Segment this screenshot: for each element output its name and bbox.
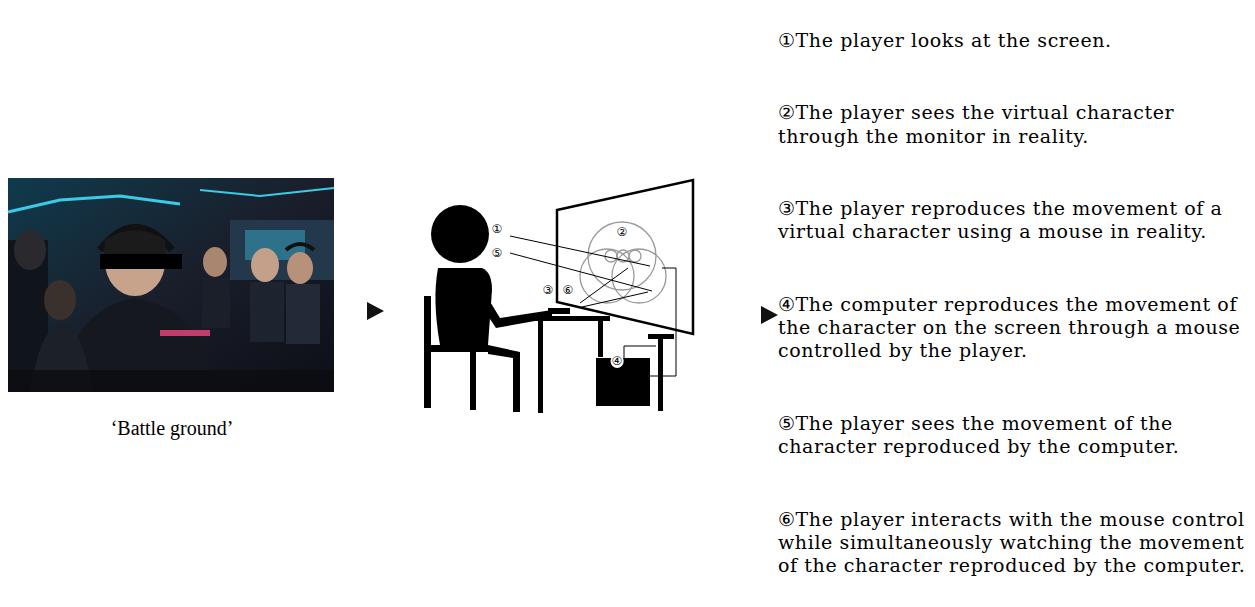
- desk-part: [515, 316, 610, 321]
- player-pictogram-part: [488, 345, 520, 412]
- flow-arrow: [336, 302, 384, 320]
- player-pictogram-part: [431, 205, 489, 263]
- explanation-item: ④The computer reproduces the movement of…: [778, 293, 1248, 363]
- virtual-character-venn-part: [588, 222, 656, 290]
- flow-arrow: [761, 306, 778, 324]
- desk-part: [548, 308, 570, 314]
- esports-photo-part: [230, 220, 334, 280]
- esports-photo-part: [250, 282, 284, 342]
- explanation-item: ①The player looks at the screen.: [778, 29, 1248, 52]
- sight-and-control-lines: [510, 236, 676, 376]
- esports-photo-part: [200, 188, 334, 196]
- esports-photo-part: [202, 278, 230, 328]
- callout-number: ③: [542, 283, 555, 297]
- esports-photo-part: [287, 252, 313, 284]
- callout-number: ⑥: [562, 283, 575, 297]
- esports-photo: [8, 178, 334, 392]
- esports-photo-part: [286, 284, 320, 344]
- monitor: [557, 180, 693, 411]
- desk-part: [538, 321, 543, 413]
- esports-photo-part: [14, 230, 46, 270]
- computer: [596, 358, 650, 406]
- virtual-character-venn-part: [605, 250, 617, 262]
- sight-and-control-lines-part: [650, 268, 676, 376]
- player-pictogram-part: [428, 345, 488, 352]
- monitor-part: [557, 180, 693, 334]
- esports-photo-part: [8, 370, 334, 392]
- esports-photo-part: [251, 248, 279, 282]
- explanation-item: ③The player reproduces the movement of a…: [778, 197, 1248, 243]
- explanation-item: ⑤The player sees the movement of the cha…: [778, 412, 1248, 458]
- esports-photo-part: [100, 254, 182, 269]
- callout-number: ①: [491, 222, 504, 236]
- desk-part: [598, 321, 603, 357]
- player-pictogram-part: [424, 296, 431, 408]
- esports-photo-part: [44, 280, 76, 320]
- explanation-list: ①The player looks at the screen. ②The pla…: [778, 4, 1248, 602]
- player-pictogram-part: [470, 352, 476, 410]
- photo-caption: ‘Battle ground’: [111, 416, 234, 442]
- sight-and-control-lines-part: [624, 346, 656, 358]
- virtual-character-venn-part: [612, 249, 666, 303]
- esports-photo-part: [286, 244, 314, 250]
- virtual-character-venn: [580, 222, 666, 303]
- sight-and-control-lines-part: [510, 236, 650, 266]
- callout-number: ⑤: [491, 246, 504, 260]
- sight-and-control-lines-part: [582, 292, 648, 307]
- computer-part: [596, 358, 650, 406]
- desk: [515, 308, 610, 413]
- virtual-character-venn-part: [629, 250, 641, 262]
- monitor-part: [648, 334, 674, 339]
- player-pictogram: [424, 205, 552, 412]
- callout-number: ④: [611, 354, 624, 368]
- illustration-panel: ① ② ⑤ ③⑥ ④: [384, 175, 774, 420]
- esports-photo-part: [8, 178, 334, 392]
- esports-photo-part: [160, 330, 210, 336]
- photo-panel: ‘Battle ground’: [8, 178, 336, 442]
- monitor-part: [658, 339, 663, 411]
- sight-and-control-lines-part: [510, 253, 652, 291]
- esports-photo-part: [203, 247, 227, 277]
- esports-photo-part: [8, 196, 180, 212]
- explanation-item: ②The player sees the virtual character t…: [778, 101, 1248, 147]
- explanation-item: ⑥The player interacts with the mouse con…: [778, 508, 1248, 578]
- callout-number: ②: [616, 225, 629, 239]
